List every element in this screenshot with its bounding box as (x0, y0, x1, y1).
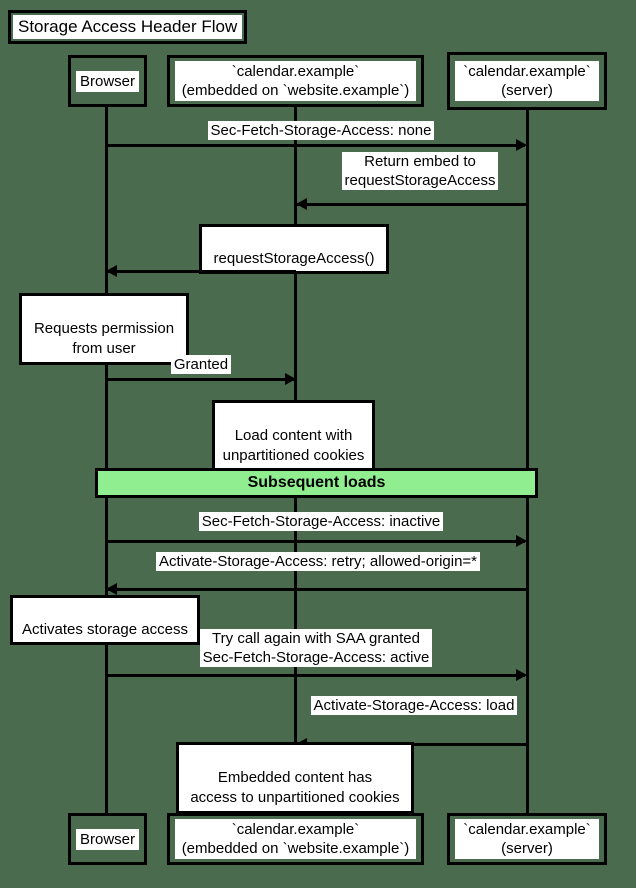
message-line-m4 (106, 378, 296, 381)
arrow-head-m7 (106, 583, 117, 595)
message-label-m8: Try call again with SAA granted Sec-Fetc… (199, 629, 433, 667)
participant-browser-bottom[interactable]: Browser (68, 813, 147, 865)
participant-server-bottom[interactable]: `calendar.example` (server) (447, 813, 607, 865)
message-label-m4: Granted (170, 355, 232, 374)
message-line-m2 (296, 203, 527, 206)
message-label-m3: requestStorageAccess() (213, 250, 375, 267)
message-line-m7 (106, 588, 527, 591)
message-line-m1 (106, 144, 525, 147)
message-label-m9: Activate-Storage-Access: load (310, 696, 518, 715)
message-line-m6 (106, 540, 525, 543)
arrow-head-m1 (516, 139, 527, 151)
message-label-wrap-m1: Sec-Fetch-Storage-Access: none (186, 121, 456, 140)
message-box-m3: requestStorageAccess() (199, 224, 389, 274)
lifeline-browser (105, 107, 108, 815)
message-line-m8 (106, 674, 525, 677)
diagram-title-box: Storage Access Header Flow (8, 10, 248, 44)
note-label-n2: Activates storage access (22, 621, 188, 638)
message-label-wrap-m6: Sec-Fetch-Storage-Access: inactive (186, 512, 456, 531)
message-label-m5: Load content with unpartitioned cookies (222, 427, 365, 464)
message-label-m6: Sec-Fetch-Storage-Access: inactive (198, 512, 444, 531)
message-label-wrap-m9: Activate-Storage-Access: load (303, 696, 525, 715)
participant-browser-top[interactable]: Browser (68, 55, 147, 107)
arrow-head-m2 (296, 198, 307, 210)
message-label-m1: Sec-Fetch-Storage-Access: none (207, 121, 435, 140)
message-label-m7: Activate-Storage-Access: retry; allowed-… (155, 552, 481, 571)
participant-server-top[interactable]: `calendar.example` (server) (447, 52, 607, 110)
message-label-wrap-m4: Granted (111, 355, 291, 374)
note-activates-storage-access: Activates storage access (10, 595, 200, 645)
participant-server-label-top: `calendar.example` (server) (455, 61, 599, 101)
participant-browser-label-bottom: Browser (76, 828, 139, 850)
arrow-head-m4 (285, 373, 296, 385)
participant-server-label-bottom: `calendar.example` (server) (455, 819, 599, 859)
diagram-title: Storage Access Header Flow (13, 15, 243, 39)
note-label-n3: Embedded content has access to unpartiti… (190, 769, 400, 806)
message-line-m3 (106, 270, 296, 273)
lifeline-server (526, 107, 529, 815)
band-label-b1: Subsequent loads (247, 474, 386, 491)
note-label-n1: Requests permission from user (33, 320, 175, 357)
note-requests-permission: Requests permission from user (19, 293, 189, 365)
arrow-head-m3 (106, 265, 117, 277)
message-label-wrap-m2: Return embed to requestStorageAccess (320, 152, 520, 190)
note-load-content: Load content with unpartitioned cookies (212, 400, 375, 472)
participant-embed-top[interactable]: `calendar.example` (embedded on `website… (167, 55, 424, 107)
arrow-head-m8 (516, 669, 527, 681)
participant-embed-bottom[interactable]: `calendar.example` (embedded on `website… (167, 813, 424, 865)
note-embedded-content-access: Embedded content has access to unpartiti… (176, 742, 414, 814)
participant-embed-label-bottom: `calendar.example` (embedded on `website… (175, 819, 416, 859)
message-label-m2: Return embed to requestStorageAccess (341, 152, 499, 190)
message-label-wrap-m8: Try call again with SAA granted Sec-Fetc… (196, 629, 436, 667)
band-subsequent-loads: Subsequent loads (95, 468, 538, 498)
message-label-wrap-m7: Activate-Storage-Access: retry; allowed-… (113, 552, 523, 571)
arrow-head-m6 (516, 535, 527, 547)
participant-embed-label-top: `calendar.example` (embedded on `website… (175, 61, 416, 101)
participant-browser-label-top: Browser (76, 70, 139, 92)
